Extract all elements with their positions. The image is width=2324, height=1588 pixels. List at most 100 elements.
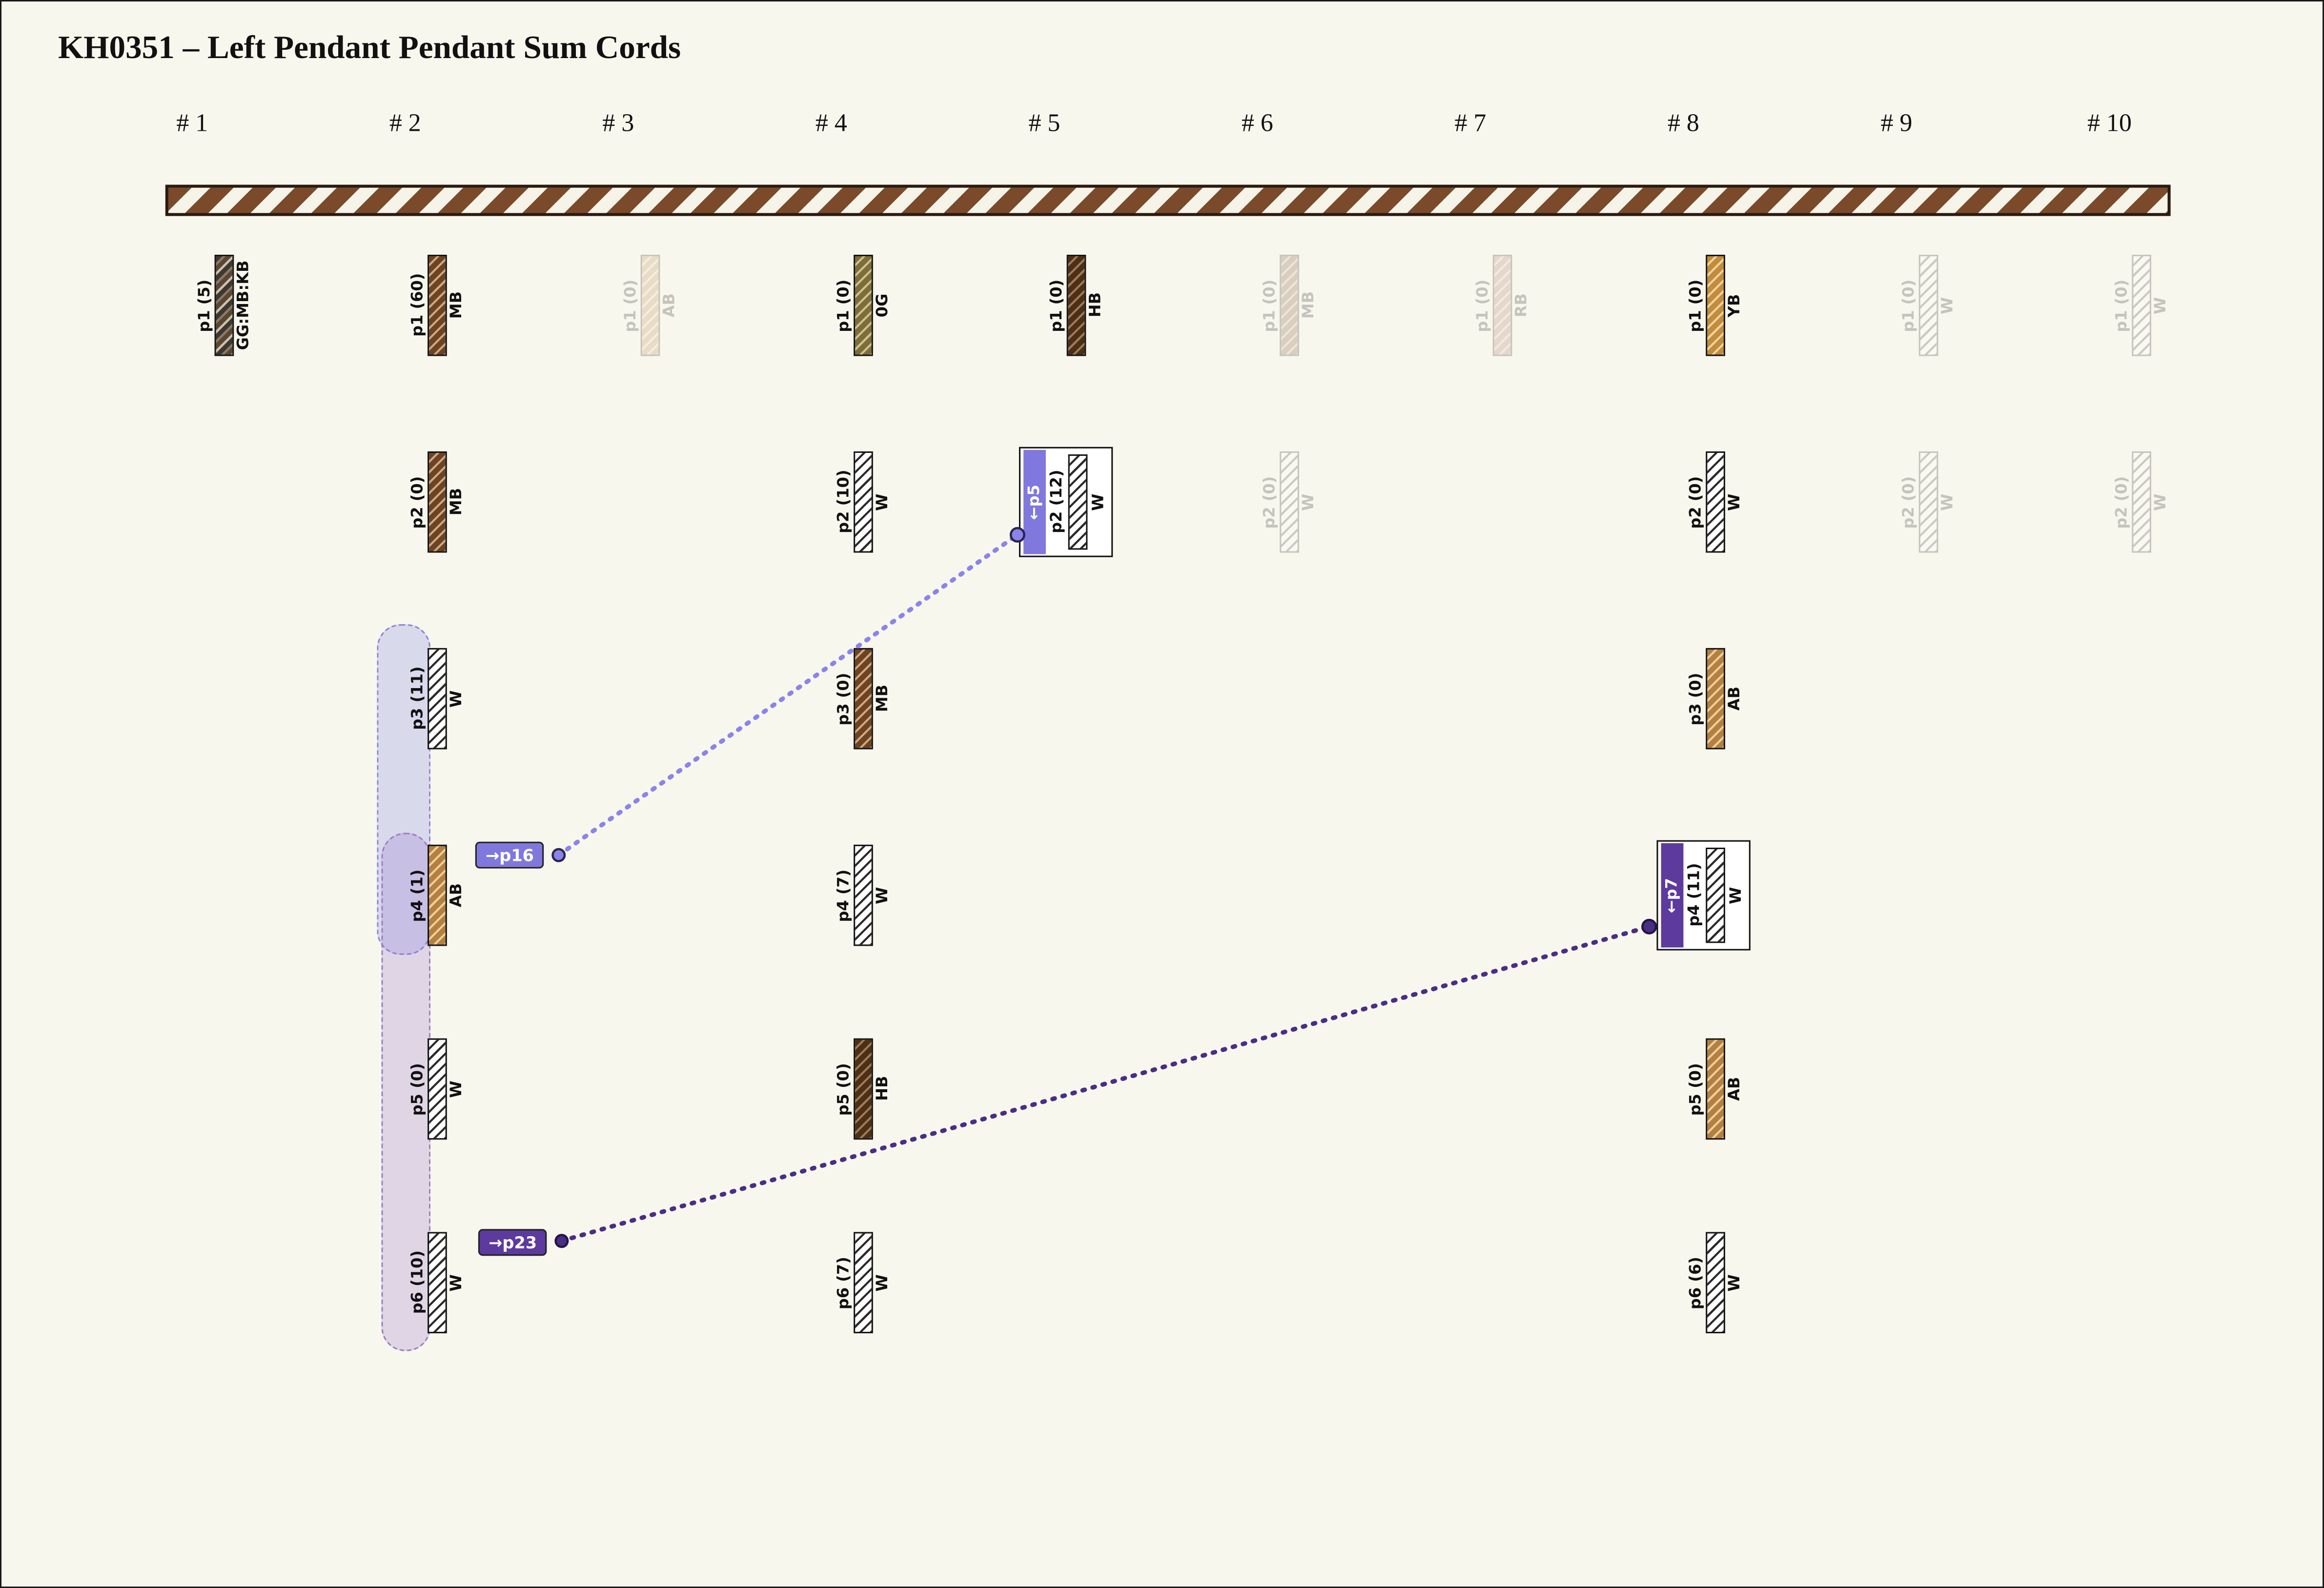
column-header-8: # 8 [1668,108,1699,137]
pendant-c6p2: p2 (0) W [1260,448,1318,556]
cord-bar [640,254,660,356]
cord-bar [1706,1232,1725,1334]
page-title: KH0351 – Left Pendant Pendant Sum Cords [58,28,681,66]
pendant-label: p2 (0) [1687,475,1705,529]
pendant-color-code: W [874,1274,892,1291]
pendant-color-code: W [448,1080,466,1098]
cord-bar [428,1232,447,1334]
pendant-c9p2: p2 (0) W [1899,448,1957,556]
pendant-label: p1 (0) [622,279,640,332]
column-header-1: # 1 [176,108,208,137]
cord-bar [854,254,873,356]
cord-bar [854,844,873,946]
pendant-color-code: W [1726,1274,1744,1291]
pendant-c2p2: p2 (0) MB [408,448,466,556]
cord-bar [854,1232,873,1334]
cord-bar [428,844,447,946]
pendant-color-code: W [2152,493,2170,511]
cord-bar [854,1038,873,1140]
cord-bar [2132,254,2151,356]
pendant-c2p4: p4 (1) AB [408,842,466,949]
cord-bar [1280,451,1299,553]
pendant-label: p1 (0) [1048,279,1066,332]
pendant-color-code: HB [1086,293,1105,318]
sum-span-highlight-p16 [377,624,431,955]
pendant-color-code: MB [448,291,466,319]
pendant-c8p3: p3 (0) AB [1687,645,1745,753]
pendant-c2p3: p3 (11) W [408,645,466,753]
pendant-c3p1: p1 (0) AB [621,252,679,359]
pendant-c4p3: p3 (0) MB [834,645,892,753]
pendant-c4p2: p2 (10) W [834,448,892,556]
column-header-10: # 10 [2087,108,2132,137]
pendant-label: p4 (1) [408,869,427,922]
column-header-5: # 5 [1028,108,1060,137]
pendant-color-code: GG:MB:KB [234,260,253,350]
pendant-c4p4: p4 (7) W [834,842,892,949]
pendant-label: p1 (0) [1687,279,1705,332]
pendant-color-code: W [874,886,892,904]
cord-bar [1068,454,1088,550]
pendant-color-code: HB [874,1076,892,1102]
pendant-c4p1: p1 (0) 0G [834,252,892,359]
pendant-label: p1 (0) [1474,279,1492,332]
pendant-color-code: W [2152,297,2170,314]
sum-marker-p23: →p23 [478,1229,548,1256]
pendant-color-code: 0G [874,293,892,318]
primary-cord-bar [165,184,2171,216]
pendant-label: p3 (11) [408,667,427,731]
pendant-color-code: W [1300,493,1318,511]
sum-target-box-c8p4: ←p7 p4 (11) W [1656,840,1751,951]
pendant-color-code: W [1938,493,1957,511]
cord-bar [1280,254,1299,356]
pendant-c6p1: p1 (0) MB [1260,252,1318,359]
cord-bar [1066,254,1086,356]
pendant-c4p6: p6 (7) W [834,1229,892,1336]
pendant-color-code: W [1938,297,1957,314]
pendant-color-code: MB [1300,291,1318,319]
cord-bar [854,451,873,553]
pendant-color-code: AB [1726,1077,1744,1101]
pendant-label: p4 (7) [835,869,853,922]
pendant-label: p1 (60) [408,273,427,337]
cord-bar [1918,451,1938,553]
pendant-c8p1: p1 (0) YB [1687,252,1745,359]
sum-target-box-c5p2: ←p5 p2 (12) W [1019,447,1113,557]
pendant-label: p1 (0) [2113,279,2131,332]
pendant-label: p1 (0) [1261,279,1279,332]
cord-bar [1918,254,1938,356]
pendant-label: p5 (0) [835,1062,853,1116]
pendant-color-code: W [1726,493,1744,511]
cord-bar [1706,1038,1725,1140]
cord-bar [428,1038,447,1140]
pendant-color-code: W [1089,493,1108,511]
pendant-label: p6 (6) [1687,1256,1705,1309]
pendant-color-code: W [448,1274,466,1291]
cord-bar [214,254,234,356]
cord-bar [428,254,447,356]
pendant-color-code: AB [660,293,679,318]
pendant-c10p2: p2 (0) W [2113,448,2171,556]
pendant-label: p2 (12) [1048,470,1066,534]
pendant-c4p5: p5 (0) HB [834,1036,892,1143]
pendant-c10p1: p1 (0) W [2113,252,2171,359]
pendant-label: p2 (0) [1261,475,1279,529]
pendant-label: p2 (10) [835,470,853,534]
pendant-label: p6 (7) [835,1256,853,1309]
pendant-c7p1: p1 (0) RB [1473,252,1531,359]
column-header-2: # 2 [389,108,421,137]
pendant-label: p1 (0) [835,279,853,332]
sum-link-line-p16 [556,532,1020,857]
sum-marker-label: →p23 [489,1233,537,1252]
pendant-label: p3 (0) [1687,672,1705,725]
pendant-label: p4 (11) [1686,863,1704,927]
pendant-color-code: RB [1512,293,1531,318]
sum-source-tab: ←p7 [1661,843,1684,948]
link-endpoint-dot [1641,918,1657,935]
cord-bar [854,648,873,750]
pendant-c8p6: p6 (6) W [1687,1229,1745,1336]
pendant-color-code: YB [1726,293,1744,317]
pendant-color-code: W [448,690,466,708]
